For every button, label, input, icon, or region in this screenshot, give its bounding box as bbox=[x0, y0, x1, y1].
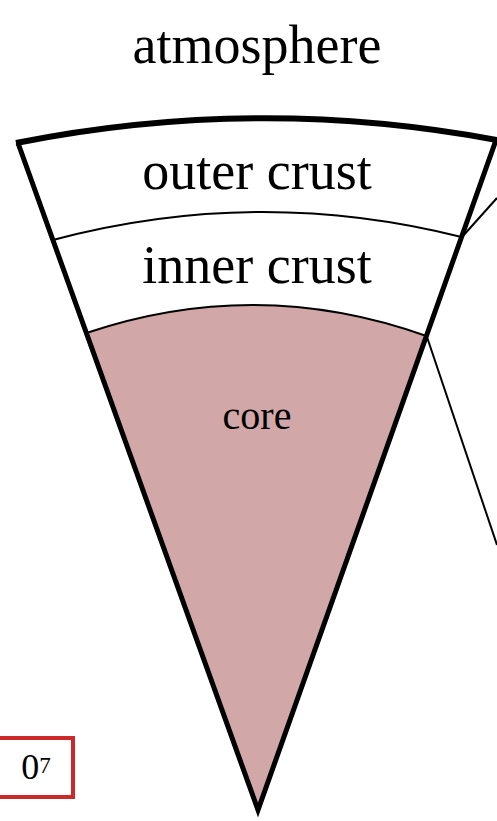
leader-line bbox=[462, 198, 497, 237]
core-fill bbox=[86, 305, 426, 810]
leader-line bbox=[427, 337, 497, 545]
layer-name: 0 bbox=[21, 747, 39, 787]
surface-arc bbox=[16, 118, 497, 143]
layer-name: outer crust bbox=[142, 141, 371, 201]
crust-layer: inner crust bbox=[142, 236, 371, 295]
wedge-sides bbox=[18, 140, 496, 810]
highlight-box bbox=[0, 738, 73, 797]
crust-layer: outer crust bbox=[142, 142, 371, 201]
layer-name: inner crust bbox=[142, 235, 371, 295]
exponent: 7 bbox=[39, 753, 51, 778]
layer-name: core bbox=[223, 393, 292, 438]
core-boundary bbox=[86, 305, 426, 336]
region-label: atmosphere bbox=[133, 16, 382, 75]
value-box: 07 bbox=[21, 748, 51, 788]
core-region: core bbox=[223, 394, 292, 438]
